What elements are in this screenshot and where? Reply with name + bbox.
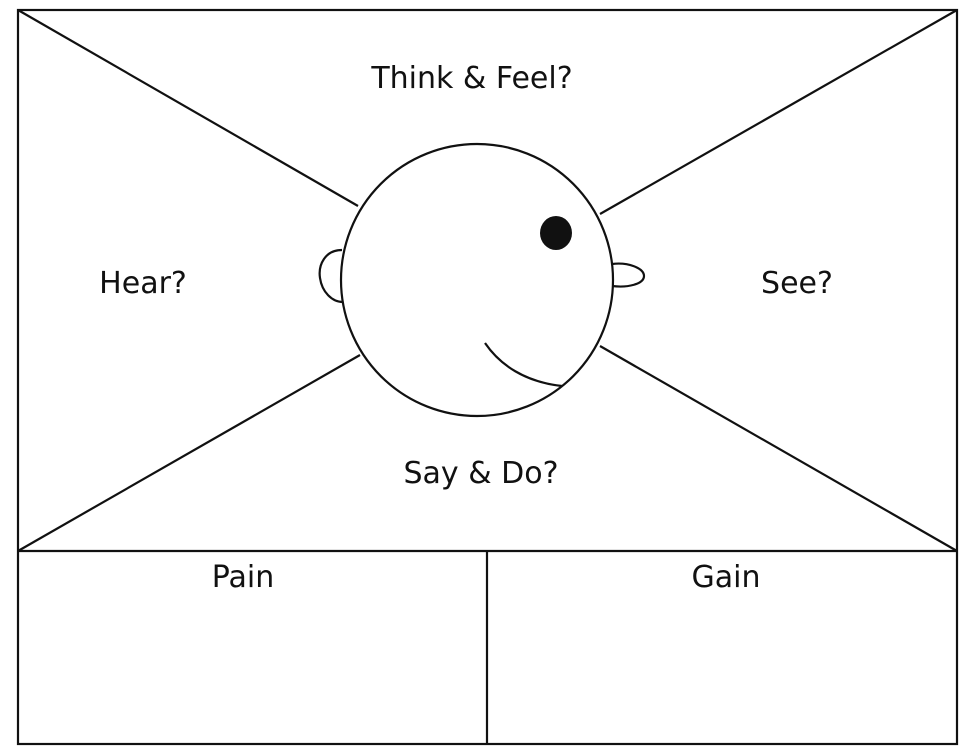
diagonal-top-right (599, 9, 958, 215)
diagonal-top-left (17, 9, 359, 207)
head-circle (339, 142, 615, 418)
head-icon (318, 142, 646, 418)
right-ear-icon (611, 262, 646, 288)
eye-icon (540, 216, 572, 250)
hear-label: Hear? (99, 266, 187, 301)
diagonal-bottom-right (599, 345, 958, 552)
say-do-label: Say & Do? (403, 456, 558, 491)
left-ear-icon (318, 248, 344, 304)
smile-icon (484, 342, 563, 388)
think-feel-label: Think & Feel? (370, 61, 572, 96)
diagonal-bottom-left (17, 354, 361, 552)
pain-label: Pain (212, 560, 274, 595)
see-label: See? (761, 266, 833, 301)
gain-label: Gain (692, 560, 761, 595)
